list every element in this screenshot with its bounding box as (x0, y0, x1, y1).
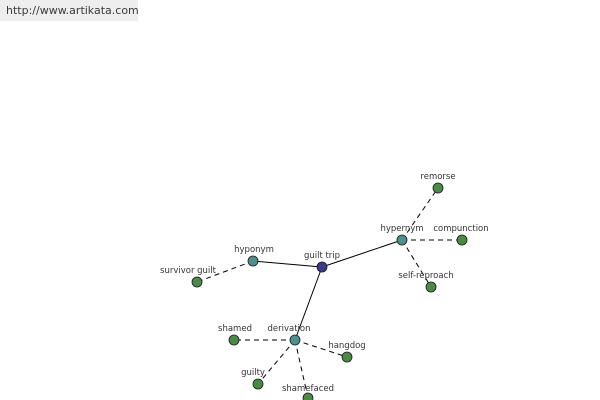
node-marker-compunction[interactable] (456, 234, 468, 246)
node-marker-hyponym[interactable] (247, 255, 259, 267)
node-marker-remorse[interactable] (432, 182, 444, 194)
site-url-link[interactable]: http://www.artikata.com (6, 4, 139, 17)
node-guilty[interactable]: guilty (241, 368, 265, 390)
node-label-derivation[interactable]: derivation (267, 324, 310, 334)
edge-hypernym-remorse (401, 187, 439, 241)
node-derivation[interactable]: derivation (267, 324, 311, 346)
edges-layer (196, 187, 462, 399)
edge-guilt-trip-derivation (294, 266, 323, 341)
node-label-shamed[interactable]: shamed (218, 324, 252, 334)
edge-derivation-hangdog (294, 339, 348, 358)
edge-guilt-trip-hyponym (252, 260, 323, 268)
node-remorse[interactable]: remorse (420, 172, 456, 194)
node-label-hangdog[interactable]: hangdog (328, 341, 365, 351)
node-shamefaced[interactable]: shamefaced (282, 384, 334, 400)
node-label-shamefaced[interactable]: shamefaced (282, 384, 334, 394)
node-marker-shamed[interactable] (228, 334, 240, 346)
node-shamed[interactable]: shamed (218, 324, 252, 346)
node-label-survivor-guilt[interactable]: survivor guilt (160, 266, 217, 276)
edge-hypernym-self-reproach (401, 239, 432, 288)
node-guilt-trip[interactable]: guilt trip (304, 251, 340, 273)
url-bar: http://www.artikata.com (0, 0, 139, 21)
node-marker-self-reproach[interactable] (425, 281, 437, 293)
edge-derivation-guilty (257, 339, 296, 385)
node-hangdog[interactable]: hangdog (328, 341, 366, 363)
node-marker-shamefaced[interactable] (302, 392, 314, 400)
node-marker-derivation[interactable] (289, 334, 301, 346)
node-marker-guilty[interactable] (252, 378, 264, 390)
node-self-reproach[interactable]: self-reproach (398, 271, 454, 293)
node-label-guilty[interactable]: guilty (241, 368, 265, 378)
node-marker-hangdog[interactable] (341, 351, 353, 363)
edge-derivation-shamefaced (294, 339, 309, 399)
node-hypernym[interactable]: hypernym (380, 224, 424, 246)
node-label-compunction[interactable]: compunction (433, 224, 488, 234)
node-compunction[interactable]: compunction (433, 224, 489, 246)
nodes-layer: guilt trip hyponym hypernym derivation survi… (160, 172, 489, 400)
node-label-hyponym[interactable]: hyponym (234, 245, 274, 255)
node-marker-guilt-trip[interactable] (316, 261, 328, 273)
node-marker-hypernym[interactable] (396, 234, 408, 246)
edge-hyponym-survivor-guilt (196, 260, 254, 283)
node-hyponym[interactable]: hyponym (234, 245, 274, 267)
node-label-remorse[interactable]: remorse (420, 172, 455, 182)
node-label-hypernym[interactable]: hypernym (380, 224, 423, 234)
node-marker-survivor-guilt[interactable] (191, 276, 203, 288)
node-label-self-reproach[interactable]: self-reproach (398, 271, 453, 281)
edge-guilt-trip-hypernym (321, 239, 403, 268)
node-survivor-guilt[interactable]: survivor guilt (160, 266, 217, 288)
node-label-guilt-trip[interactable]: guilt trip (304, 251, 340, 261)
